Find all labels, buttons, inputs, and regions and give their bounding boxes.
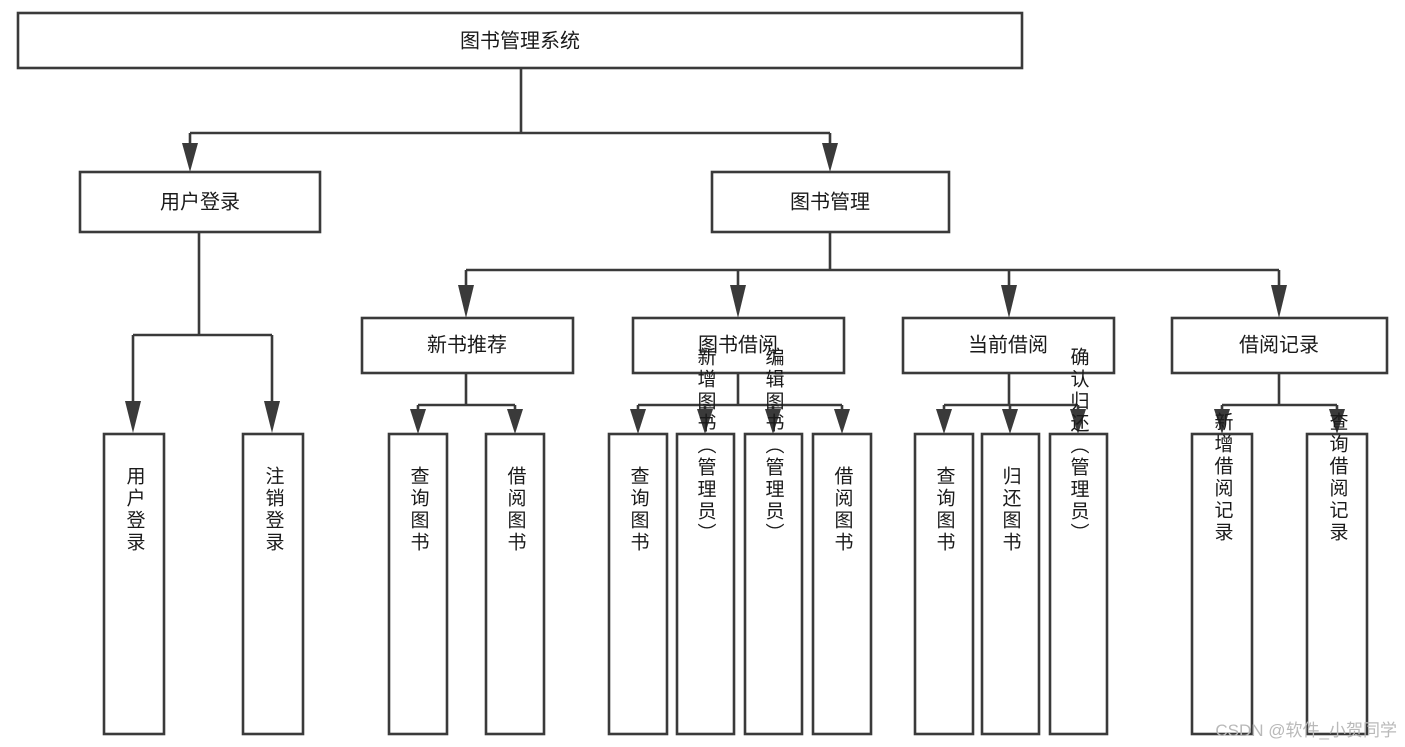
- leaf-user-logout-box[interactable]: [241, 432, 305, 736]
- node-book-manage-box[interactable]: [710, 170, 951, 234]
- arrow-head-leaf-query-book-1: [410, 409, 426, 434]
- leaf-borrow-book-2[interactable]: 借阅图书: [811, 432, 873, 736]
- arrow-head-book-manage: [822, 143, 838, 172]
- leaf-query-book-1-box[interactable]: [387, 432, 449, 736]
- node-book-manage[interactable]: 图书管理: [710, 170, 951, 234]
- leaf-return-book[interactable]: 归还图书: [980, 432, 1041, 736]
- node-current-borrow-box[interactable]: [901, 316, 1116, 375]
- leaf-edit-book-label: 编辑图书（管理员）: [763, 347, 785, 545]
- leaf-query-record-label: 查询借阅记录: [1327, 412, 1349, 544]
- leaf-add-book[interactable]: 新增图书（管理员）: [675, 347, 736, 736]
- node-borrow-record-label: 借阅记录: [1239, 333, 1319, 356]
- leaf-query-book-3-box[interactable]: [913, 432, 975, 736]
- leaf-edit-book-box[interactable]: [743, 432, 804, 736]
- leaf-borrow-book-1[interactable]: 借阅图书: [484, 432, 546, 736]
- leaf-query-record-box[interactable]: [1305, 432, 1369, 736]
- arrow-head-new-book-recommend: [458, 285, 474, 318]
- leaf-confirm-return-box[interactable]: [1048, 432, 1109, 736]
- arrow-head-book-borrow: [730, 285, 746, 318]
- arrow-head-leaf-confirm-return: [1070, 409, 1086, 434]
- node-current-borrow-label: 当前借阅: [968, 333, 1048, 356]
- arrow-head-current-borrow: [1001, 285, 1017, 318]
- arrow-head-leaf-borrow-book-1: [507, 409, 523, 434]
- leaf-borrow-book-2-box[interactable]: [811, 432, 873, 736]
- watermark-text: CSDN @软件_小贺同学: [1215, 721, 1397, 740]
- leaf-confirm-return-label: 确认归还（管理员）: [1068, 347, 1090, 545]
- node-new-book-recommend-label: 新书推荐: [427, 333, 507, 356]
- arrow-head-leaf-user-login: [125, 401, 141, 433]
- leaf-query-book-3-label: 查询图书: [934, 466, 956, 554]
- arrow-head-leaf-edit-book: [765, 409, 781, 434]
- arrow-head-leaf-add-book: [697, 409, 713, 434]
- leaf-add-record-label: 新增借阅记录: [1212, 412, 1234, 544]
- node-root-label: 图书管理系统: [460, 29, 580, 52]
- leaf-edit-book[interactable]: 编辑图书（管理员）: [743, 347, 804, 736]
- leaf-query-book-3[interactable]: 查询图书: [913, 432, 975, 736]
- leaf-query-book-1[interactable]: 查询图书: [387, 432, 449, 736]
- node-book-borrow-label: 图书借阅: [698, 333, 778, 356]
- connector-layer: [125, 68, 1345, 434]
- node-book-borrow[interactable]: 图书借阅: [631, 316, 846, 375]
- leaf-query-book-2-label: 查询图书: [628, 466, 650, 554]
- leaf-borrow-book-1-label: 借阅图书: [505, 466, 527, 554]
- arrow-head-leaf-query-record: [1329, 409, 1345, 434]
- arrow-head-leaf-user-logout: [264, 401, 280, 433]
- arrow-head-leaf-return-book: [1002, 409, 1018, 434]
- node-book-borrow-box[interactable]: [631, 316, 846, 375]
- leaf-add-record-box[interactable]: [1190, 432, 1254, 736]
- node-user-login-box[interactable]: [78, 170, 322, 234]
- node-user-login[interactable]: 用户登录: [78, 170, 322, 234]
- arrow-head-leaf-borrow-book-2: [834, 409, 850, 434]
- leaf-return-book-box[interactable]: [980, 432, 1041, 736]
- arrow-head-borrow-record: [1271, 285, 1287, 318]
- leaf-add-book-label: 新增图书（管理员）: [695, 347, 717, 545]
- leaf-query-book-2[interactable]: 查询图书: [607, 432, 669, 736]
- node-root[interactable]: 图书管理系统: [16, 11, 1024, 70]
- node-book-manage-label: 图书管理: [790, 190, 870, 213]
- leaf-user-login-label: 用户登录: [124, 466, 146, 554]
- leaf-query-record[interactable]: 查询借阅记录: [1305, 412, 1369, 736]
- node-borrow-record-box[interactable]: [1170, 316, 1389, 375]
- leaf-user-logout-label: 注销登录: [263, 466, 285, 554]
- leaf-return-book-label: 归还图书: [1000, 466, 1022, 554]
- leaf-add-record[interactable]: 新增借阅记录: [1190, 412, 1254, 736]
- arrow-head-leaf-query-book-3: [936, 409, 952, 434]
- leaf-user-logout[interactable]: 注销登录: [241, 432, 305, 736]
- leaf-user-login-box[interactable]: [102, 432, 166, 736]
- arrow-head-leaf-add-record: [1214, 409, 1230, 434]
- leaf-query-book-1-label: 查询图书: [408, 466, 430, 554]
- leaf-user-login[interactable]: 用户登录: [102, 432, 166, 736]
- leaf-add-book-box[interactable]: [675, 432, 736, 736]
- arrow-head-user-login: [182, 143, 198, 172]
- leaf-borrow-book-1-box[interactable]: [484, 432, 546, 736]
- node-new-book-recommend-box[interactable]: [360, 316, 575, 375]
- leaf-query-book-2-box[interactable]: [607, 432, 669, 736]
- node-root-box[interactable]: [16, 11, 1024, 70]
- node-current-borrow[interactable]: 当前借阅: [901, 316, 1116, 375]
- arrow-head-leaf-query-book-2: [630, 409, 646, 434]
- node-new-book-recommend[interactable]: 新书推荐: [360, 316, 575, 375]
- leaf-confirm-return[interactable]: 确认归还（管理员）: [1048, 347, 1109, 736]
- node-user-login-label: 用户登录: [160, 190, 240, 213]
- node-borrow-record[interactable]: 借阅记录: [1170, 316, 1389, 375]
- leaf-borrow-book-2-label: 借阅图书: [832, 466, 854, 554]
